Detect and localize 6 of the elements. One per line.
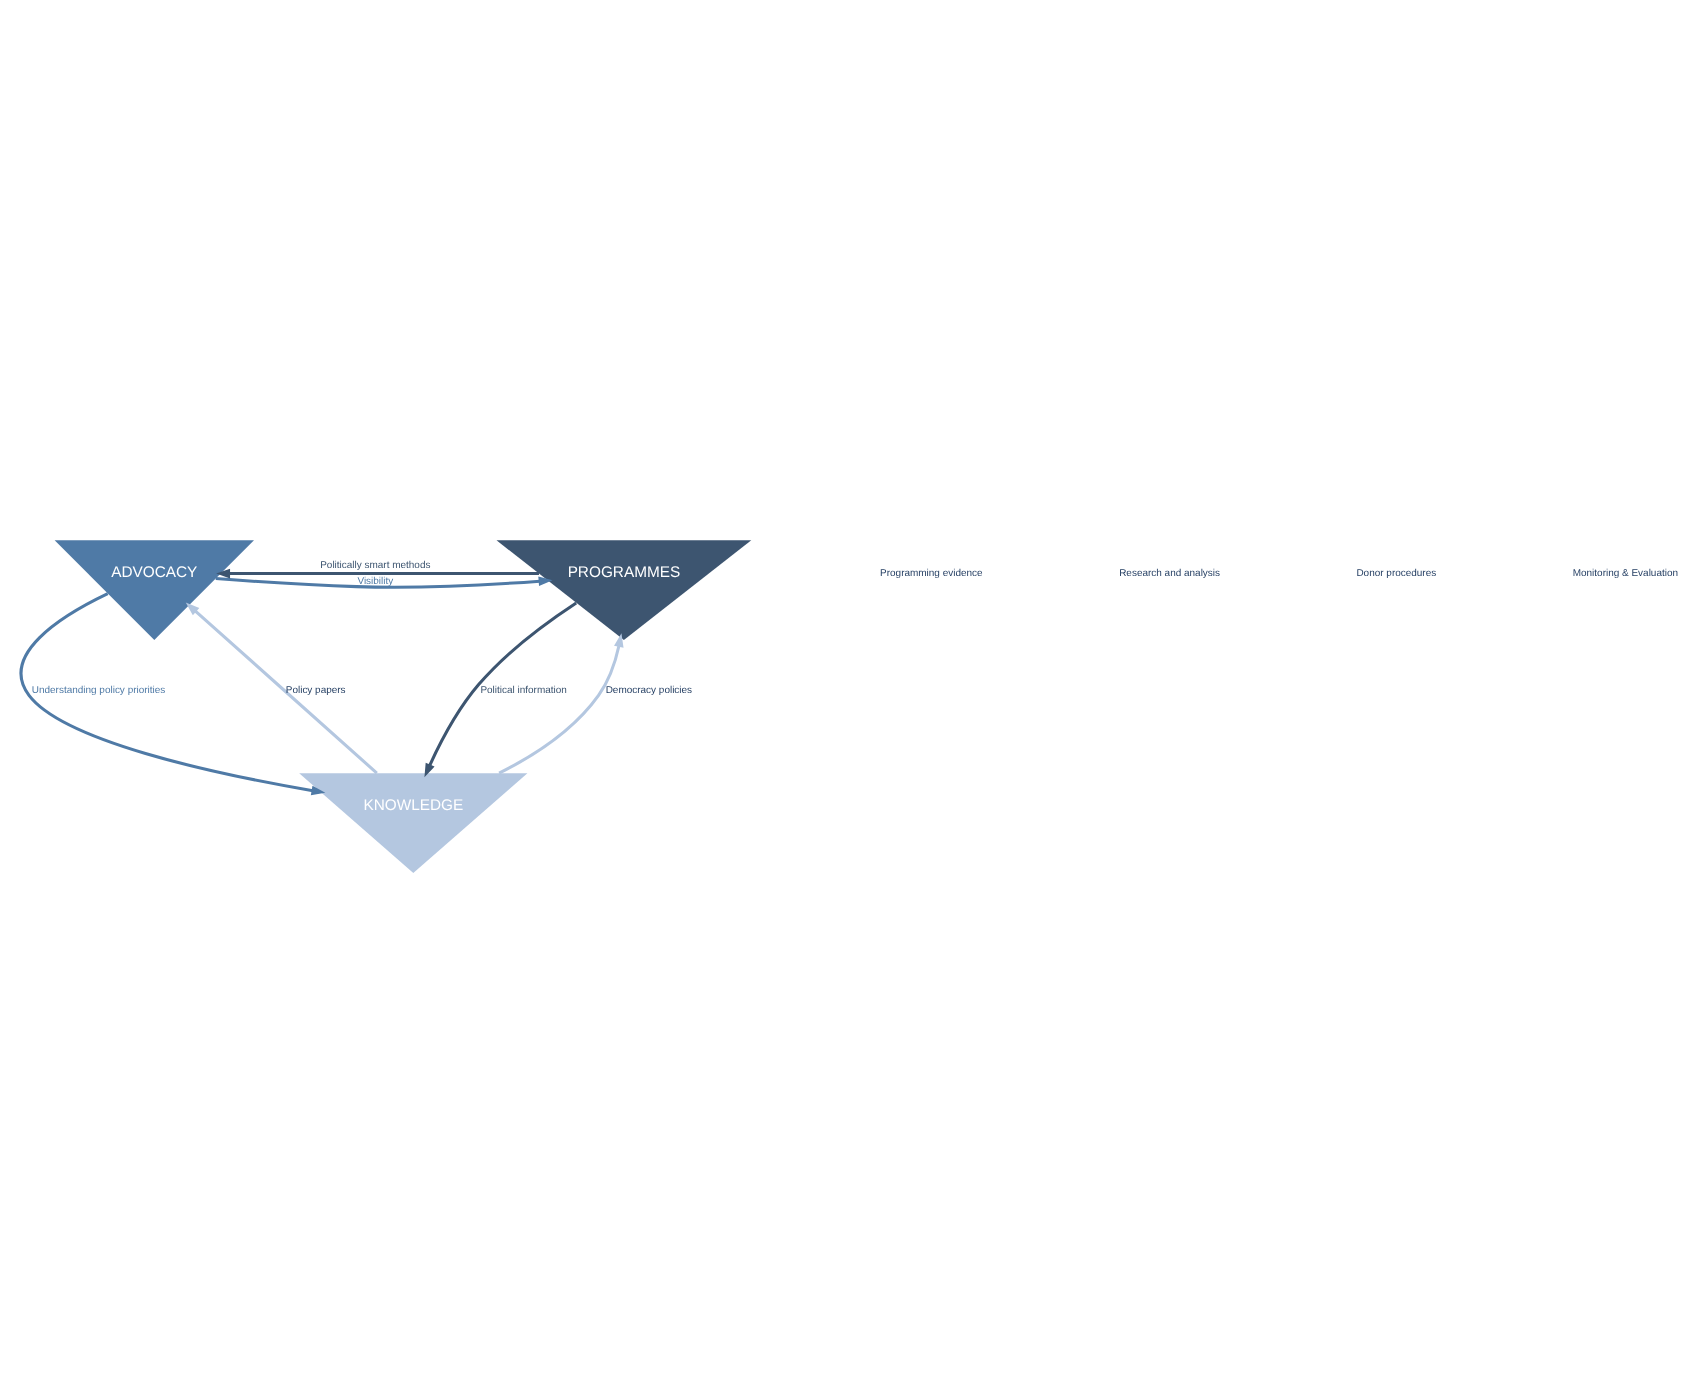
arrow — [424, 601, 578, 778]
arrow — [498, 633, 624, 775]
arrow — [215, 576, 553, 589]
arrow — [216, 568, 539, 579]
arrow — [19, 592, 326, 796]
arrow — [185, 602, 378, 775]
